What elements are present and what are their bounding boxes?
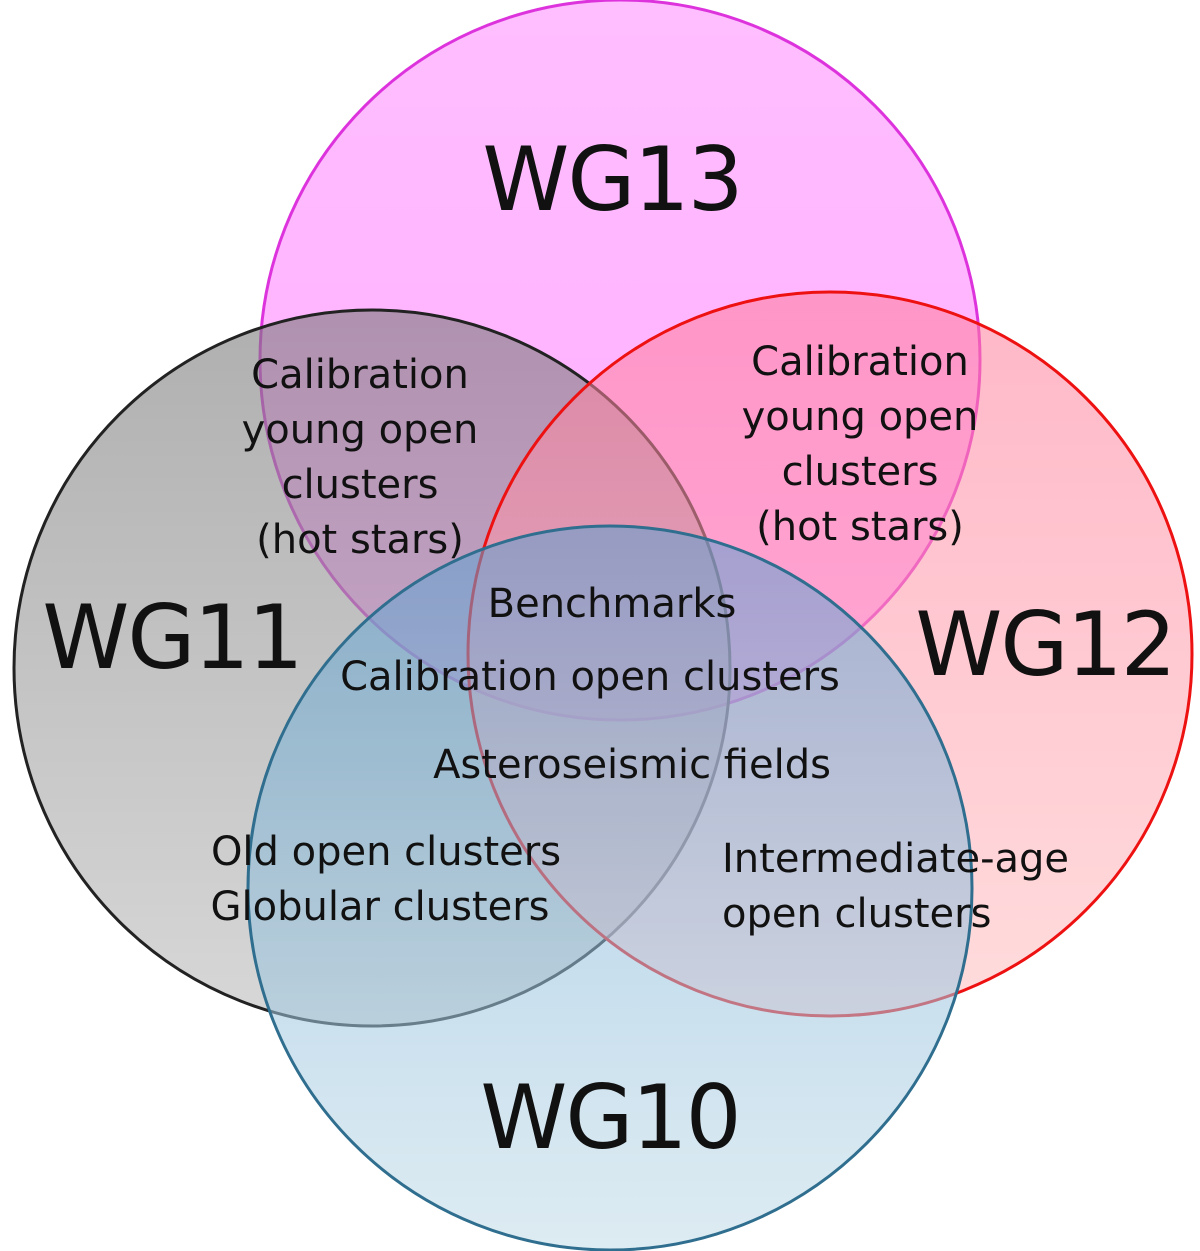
label-wg13: WG13 (482, 128, 741, 231)
region-center-asteroseismic-fields: Asteroseismic fields (433, 742, 831, 788)
region-wg12-wg10-line2: open clusters (722, 891, 991, 937)
region-wg13-wg12-line3: clusters (782, 449, 939, 495)
label-wg11: WG11 (42, 586, 301, 689)
region-wg13-wg12-line4: (hot stars) (756, 504, 964, 550)
circle-wg10 (246, 524, 974, 1251)
label-wg12: WG12 (915, 593, 1174, 696)
region-wg11-wg10-line2: Globular clusters (211, 884, 550, 930)
region-center-calibration-open-clusters: Calibration open clusters (340, 654, 840, 700)
region-wg13-wg11-line1: Calibration (251, 352, 469, 398)
region-wg11-wg10-line1: Old open clusters (211, 829, 561, 875)
region-wg13-wg12-line1: Calibration (751, 339, 969, 385)
region-wg13-wg11-line3: clusters (282, 462, 439, 508)
region-wg13-wg12-line2: young open (742, 394, 979, 440)
region-wg13-wg11-line4: (hot stars) (256, 517, 464, 563)
label-wg10: WG10 (480, 1066, 739, 1169)
region-wg12-wg10-line1: Intermediate-age (722, 836, 1069, 882)
region-wg13-wg11-line2: young open (242, 407, 479, 453)
region-center-benchmarks: Benchmarks (488, 581, 737, 627)
